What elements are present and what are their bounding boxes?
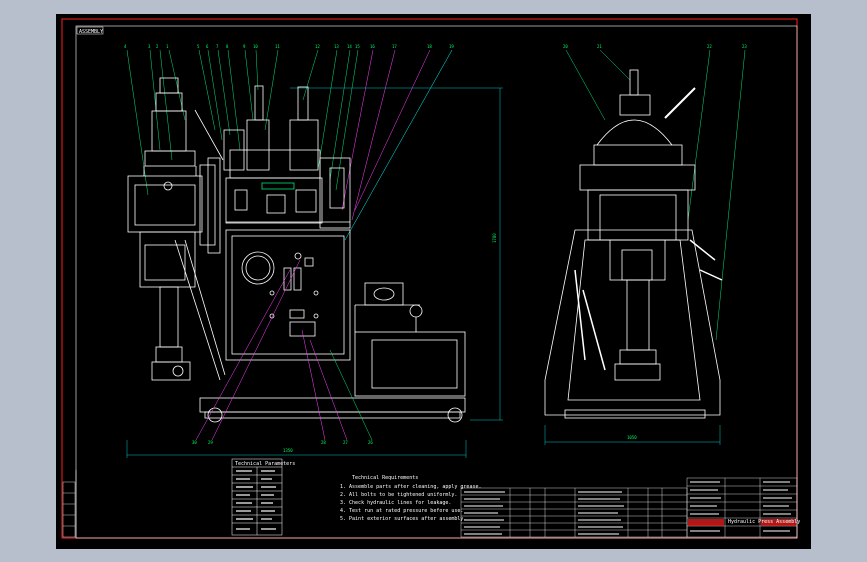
leaders-bottom: [195, 259, 373, 441]
tech-note-4: 4. Test run at rated pressure before use…: [340, 508, 463, 514]
svg-text:17: 17: [392, 44, 397, 49]
svg-text:11: 11: [275, 44, 280, 49]
svg-text:6: 6: [206, 44, 209, 49]
leaders-top: [126, 49, 359, 196]
tech-note-3: 3. Check hydraulic lines for leakage.: [340, 500, 451, 506]
svg-text:12: 12: [315, 44, 320, 49]
svg-text:26: 26: [368, 440, 373, 445]
svg-text:22: 22: [707, 44, 712, 49]
svg-text:18: 18: [427, 44, 432, 49]
balloon-labels-bottom: 30 29 28 27 26: [192, 440, 373, 445]
technical-notes: Technical Requirements 1. Assemble parts…: [340, 475, 481, 522]
side-view: 20 21 22 23 1050: [544, 44, 747, 445]
parameter-table-header: Technical Parameters: [235, 461, 295, 467]
leaders-side: [565, 49, 746, 341]
corner-tag-box: [76, 26, 104, 35]
tech-note-1: 1. Assemble parts after cleaning, apply …: [340, 484, 481, 490]
title-block: [686, 477, 798, 538]
dim-horizontal-right: 1050: [627, 435, 637, 440]
svg-text:15: 15: [355, 44, 360, 49]
svg-text:9: 9: [243, 44, 246, 49]
dim-vertical: 1780: [492, 233, 497, 243]
svg-text:29: 29: [208, 440, 213, 445]
dimension-lines: [126, 87, 503, 458]
parameter-table: [231, 458, 283, 536]
svg-text:16: 16: [370, 44, 375, 49]
corner-tag: ASSEMBLY: [79, 29, 103, 35]
svg-text:3: 3: [148, 44, 151, 49]
svg-text:21: 21: [597, 44, 602, 49]
drawing-title: Hydraulic Press Assembly: [728, 519, 800, 525]
svg-text:13: 13: [334, 44, 339, 49]
svg-text:1: 1: [166, 44, 169, 49]
svg-text:2: 2: [156, 44, 159, 49]
sheet-inner-border: [75, 25, 798, 539]
leaders-top-cyan: [344, 49, 453, 241]
svg-text:28: 28: [321, 440, 326, 445]
svg-text:20: 20: [563, 44, 568, 49]
svg-text:30: 30: [192, 440, 197, 445]
drawing-sheet: [56, 14, 811, 549]
dim-horizontal-left: 1350: [283, 448, 293, 453]
svg-text:5: 5: [197, 44, 200, 49]
left-strip: [62, 481, 76, 538]
svg-text:23: 23: [742, 44, 747, 49]
leaders-top-magenta: [341, 49, 431, 221]
tech-notes-title: Technical Requirements: [352, 475, 418, 481]
svg-text:4: 4: [124, 44, 127, 49]
svg-text:8: 8: [226, 44, 229, 49]
tech-note-5: 5. Paint exterior surfaces after assembl…: [340, 516, 466, 522]
svg-text:10: 10: [253, 44, 258, 49]
svg-text:19: 19: [449, 44, 454, 49]
svg-text:7: 7: [216, 44, 219, 49]
svg-text:14: 14: [347, 44, 352, 49]
svg-text:27: 27: [343, 440, 348, 445]
tech-note-2: 2. All bolts to be tightened uniformly.: [340, 492, 457, 498]
